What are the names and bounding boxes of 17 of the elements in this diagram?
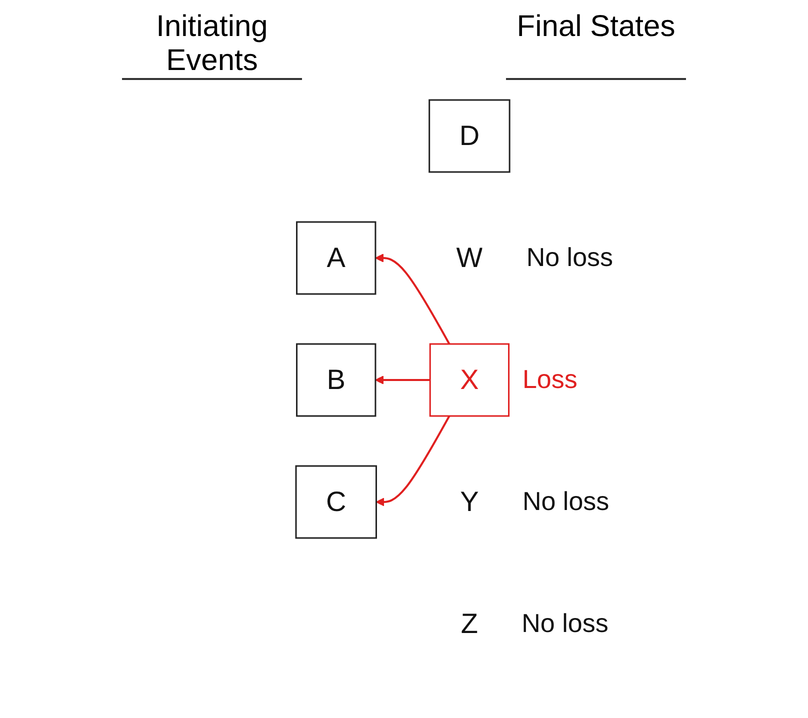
node-box: A <box>296 221 376 295</box>
node-text: Y <box>460 486 478 517</box>
column-heading: Initiating Events <box>122 10 302 80</box>
node-box: B <box>296 343 376 417</box>
node-text: Z <box>460 608 478 639</box>
outcome-text: No loss <box>526 242 614 273</box>
outcome-text: Loss <box>522 364 578 395</box>
column-heading: Final States <box>506 10 686 80</box>
node-box: D <box>428 99 510 173</box>
arrow <box>376 416 450 506</box>
outcome-text: No loss <box>522 608 608 639</box>
node-box: X <box>429 343 510 417</box>
node-box: C <box>294 465 377 539</box>
node-text: W <box>456 242 482 273</box>
arrow <box>374 254 450 344</box>
arrow <box>374 376 430 384</box>
outcome-text: No loss <box>522 486 610 517</box>
